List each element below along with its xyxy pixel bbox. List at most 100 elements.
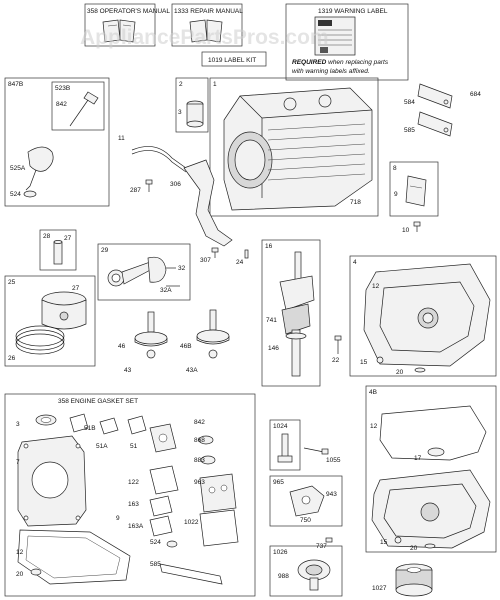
box-1024[interactable]: 1024 xyxy=(269,419,301,471)
callout-718: 718 xyxy=(350,199,361,206)
seal-524-gasket-part xyxy=(166,540,178,548)
box-1[interactable]: 1 718 xyxy=(209,77,379,217)
sump-gasket-4B-part xyxy=(379,405,487,461)
callout-122: 122 xyxy=(128,479,139,486)
warning-note-line1: REQUIRED when replacing parts xyxy=(292,59,389,66)
callout-27-piston: 27 xyxy=(72,285,80,292)
box-29[interactable]: 29 32 32A xyxy=(97,243,191,301)
callout-20-4B: 20 xyxy=(410,545,418,552)
cylinder-block-part xyxy=(223,87,373,211)
box-25[interactable]: 25 27 26 xyxy=(4,275,96,367)
callout-287: 287 xyxy=(130,187,141,194)
oil-filter-part xyxy=(395,563,433,597)
engine-gasket-set-box[interactable]: 358 ENGINE GASKET SET 3 7 51B 51A 51 xyxy=(4,393,256,597)
callout-524-dipstick: 524 xyxy=(10,191,21,198)
callout-24: 24 xyxy=(236,259,244,266)
gasket-1022-part xyxy=(199,509,239,547)
sump-gasket-part xyxy=(17,529,131,585)
callout-741: 741 xyxy=(266,317,277,324)
screw-10-part xyxy=(413,221,421,232)
box-2[interactable]: 2 3 xyxy=(175,77,209,133)
repair-manual-box[interactable]: 1333 REPAIR MANUAL xyxy=(171,3,243,47)
callout-963: 963 xyxy=(194,479,205,486)
callout-22: 22 xyxy=(332,357,340,364)
box-28[interactable]: 28 27 xyxy=(39,229,77,271)
warning-label-header: 1319 WARNING LABEL xyxy=(318,8,388,15)
oil-pump-part xyxy=(289,485,325,517)
callout-15-sump: 15 xyxy=(360,359,368,366)
gasket-163A-part xyxy=(149,515,173,537)
repair-manual-header: 1333 REPAIR MANUAL xyxy=(174,8,243,15)
air-guide-shield-part xyxy=(183,159,233,247)
box-8[interactable]: 8 9 xyxy=(389,161,439,217)
callout-585: 585 xyxy=(404,127,415,134)
callout-3-guide: 3 xyxy=(178,109,182,116)
box-4B[interactable]: 4B 12 17 15 20 xyxy=(365,385,497,553)
gasket-122-part xyxy=(149,465,179,495)
callout-163A: 163A xyxy=(128,523,144,530)
gasket-163-part xyxy=(149,495,173,517)
callout-9-gasket: 9 xyxy=(116,515,120,522)
callout-163: 163 xyxy=(128,501,139,508)
screw-287-part xyxy=(145,179,153,192)
callout-26: 26 xyxy=(8,355,16,362)
box-16[interactable]: 16 741 146 xyxy=(261,239,321,387)
dipstick-part xyxy=(69,91,99,127)
piston-rings-part xyxy=(15,325,65,355)
head-gasket-part xyxy=(17,435,87,527)
crankshaft-part xyxy=(279,251,315,377)
bolt-307-part xyxy=(211,247,219,258)
callout-7: 7 xyxy=(16,459,20,466)
callout-12-gasket: 12 xyxy=(16,549,24,556)
rocker-cover-gasket-parts xyxy=(417,83,453,137)
box-965[interactable]: 965 943 750 xyxy=(269,475,343,527)
callout-27-pin: 27 xyxy=(64,235,72,242)
connecting-rod-part xyxy=(107,256,167,287)
box-label-29: 29 xyxy=(101,247,109,254)
box-4[interactable]: 4 12 15 20 xyxy=(349,255,497,377)
callout-9-breather: 9 xyxy=(394,191,398,198)
callout-750: 750 xyxy=(300,517,311,524)
warning-label-box[interactable]: 1319 WARNING LABEL REQUIRED when replaci… xyxy=(285,3,409,81)
label-kit-header: 1019 LABEL KIT xyxy=(208,57,256,64)
label-kit-box[interactable]: 1019 LABEL KIT xyxy=(201,51,267,67)
box-847B[interactable]: 847B 523B 525A 842 524 xyxy=(4,77,110,207)
box-label-4B: 4B xyxy=(369,389,377,396)
seal-3-gasket-part xyxy=(35,414,57,426)
callout-1055: 1055 xyxy=(326,457,341,464)
breather-cover-part xyxy=(405,175,427,207)
box-label-1: 1 xyxy=(213,81,217,88)
callout-12-sump: 12 xyxy=(372,283,380,290)
box-1026[interactable]: 1026 988 xyxy=(269,545,343,597)
engine-sump-part xyxy=(363,263,491,367)
callout-584: 584 xyxy=(404,99,415,106)
warning-note-line2: with warning labels affixed. xyxy=(292,68,370,75)
callout-585-gasket: 585 xyxy=(150,561,161,568)
piston-pin-part xyxy=(53,240,63,265)
seal-17-part xyxy=(427,447,445,457)
seal-868-part xyxy=(198,435,214,445)
seal-883-part xyxy=(200,455,216,465)
callout-10: 10 xyxy=(402,227,410,234)
box-label-523B: 523B xyxy=(55,85,70,92)
callout-684: 684 xyxy=(470,91,481,98)
engine-sump-4B-part xyxy=(371,469,491,549)
box-label-16: 16 xyxy=(265,243,273,250)
dipstick-tube-part xyxy=(23,146,54,198)
piston-part xyxy=(41,291,87,330)
callout-737: 737 xyxy=(316,543,327,550)
callout-51B: 51B xyxy=(84,425,96,432)
repair-book-icon xyxy=(189,19,223,43)
callout-15-4B: 15 xyxy=(380,539,388,546)
valve-guide-part xyxy=(186,100,204,128)
callout-11: 11 xyxy=(118,135,125,142)
operators-manual-box[interactable]: 358 OPERATOR'S MANUAL xyxy=(84,3,170,47)
plug-737-part xyxy=(325,537,333,543)
callout-1022: 1022 xyxy=(184,519,199,526)
bolt-22-part xyxy=(334,335,342,354)
gasket-585-part xyxy=(159,563,223,585)
callout-43A: 43A xyxy=(186,367,198,374)
callout-12-4B: 12 xyxy=(370,423,378,430)
callout-306: 306 xyxy=(170,181,181,188)
callout-32: 32 xyxy=(178,265,186,272)
